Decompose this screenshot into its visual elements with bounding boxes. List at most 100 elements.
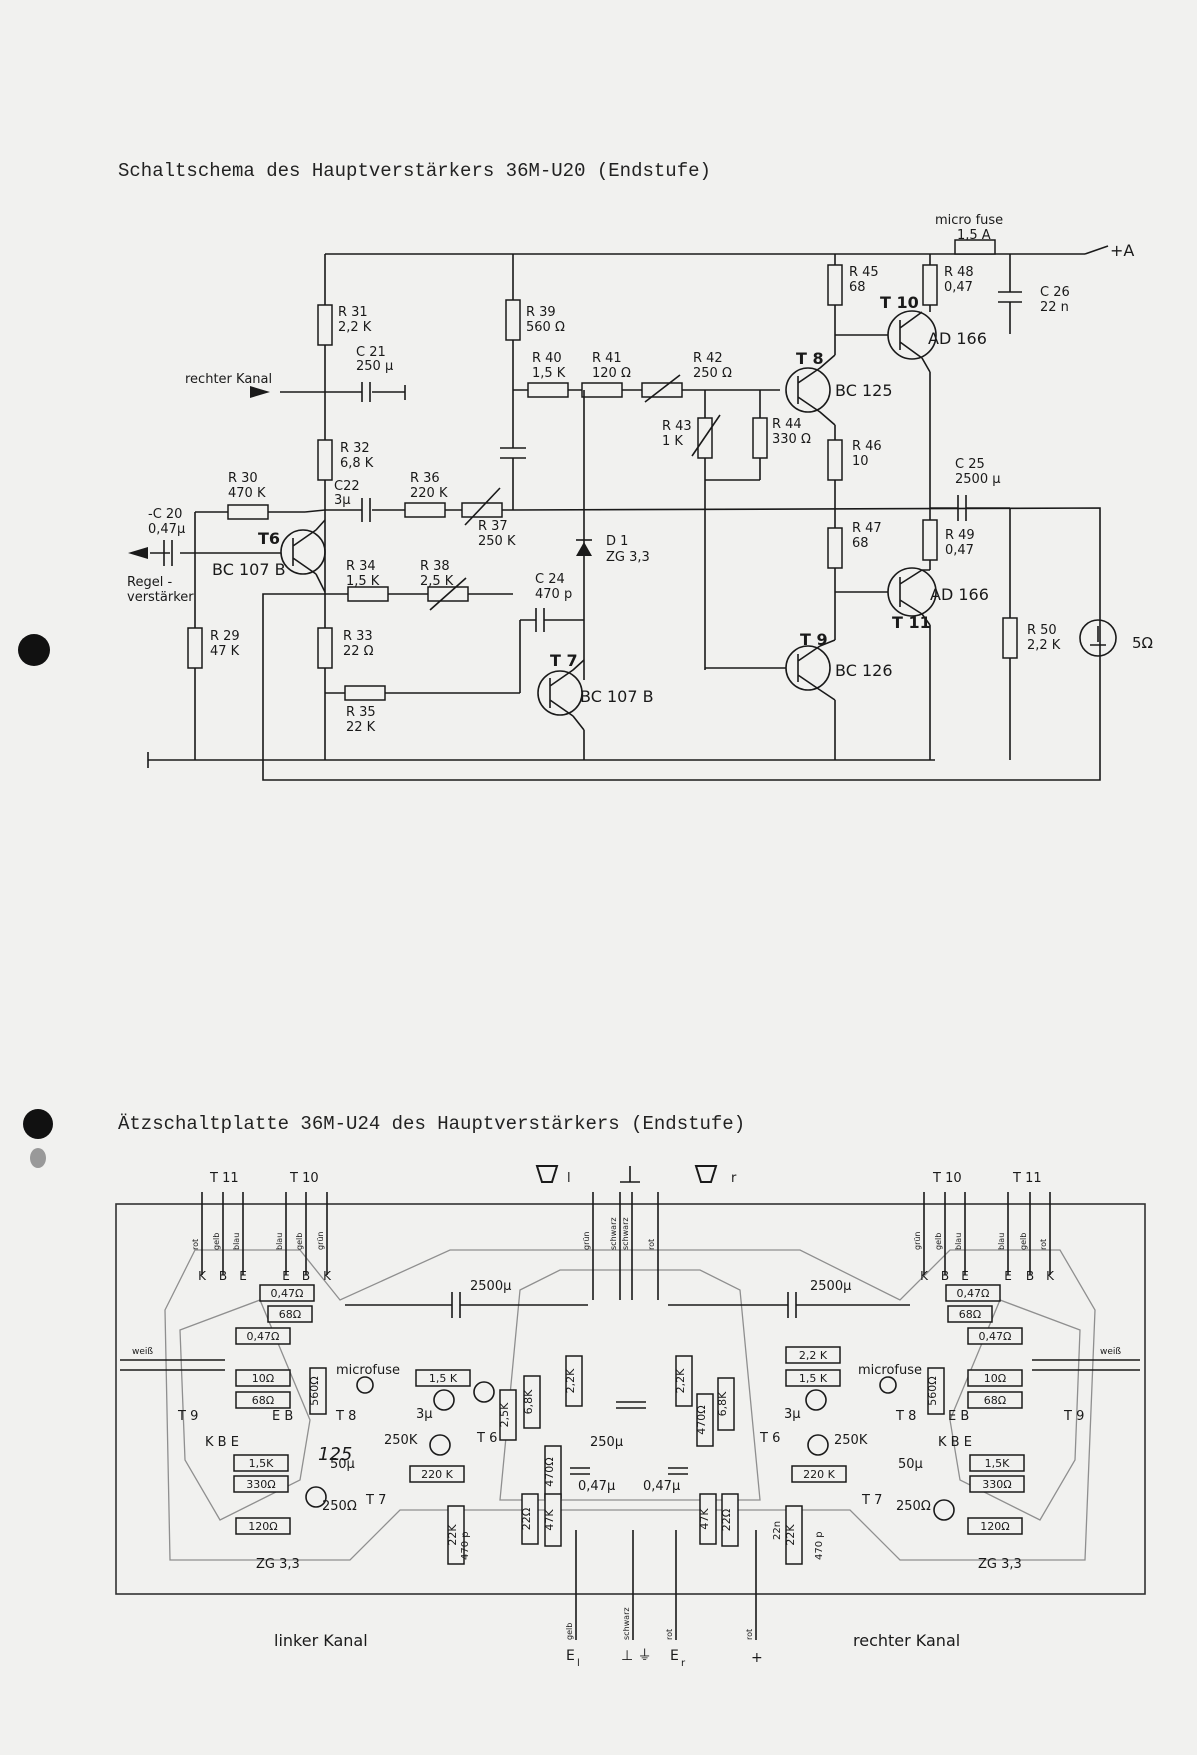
pcb-weiss-right: weiß — [1100, 1347, 1121, 1357]
punch-hole — [23, 1109, 53, 1139]
comp-left-1: 68Ω — [279, 1308, 301, 1321]
wire-color-mid-1: schwarz — [609, 1217, 618, 1250]
pcb-c50-left: 50μ — [330, 1457, 355, 1472]
pcb-microfuse-right: microfuse — [858, 1363, 922, 1378]
pin-right-5: K — [1046, 1269, 1055, 1283]
t10-name: T 10 — [880, 293, 919, 312]
label-supply: +A — [1110, 241, 1134, 260]
comp-left-2: 0,47Ω — [247, 1330, 280, 1343]
pcb-t11-right: T 11 — [1012, 1171, 1042, 1186]
wire-color-right-5: rot — [1039, 1239, 1048, 1250]
pcb-ground: ⊥ ⏚ — [621, 1648, 652, 1664]
pcb-eb-left: E B — [272, 1409, 293, 1424]
pcb-zg-right: ZG 3,3 — [978, 1557, 1022, 1572]
schematic-title: Schaltschema des Hauptverstärkers 36M-U2… — [118, 160, 711, 182]
t11-type: AD 166 — [930, 585, 989, 604]
pcb-handwritten-125: 125 — [318, 1444, 352, 1465]
pcb-c047-right: 0,47μ — [643, 1479, 680, 1494]
pcb-e-left: E — [566, 1648, 575, 1664]
pcb-c50-right: 50μ — [898, 1457, 923, 1472]
comp-right-5: 560Ω — [926, 1376, 939, 1405]
comp-left-13: 2,2K — [564, 1368, 577, 1393]
comp-right-15: 47K — [698, 1508, 711, 1530]
pcb-c2500-right: 2500μ — [810, 1279, 851, 1294]
wire-color-bottom-3: rot — [745, 1629, 754, 1640]
comp-right-1: 68Ω — [959, 1308, 981, 1321]
pcb-t8-right: T 8 — [895, 1409, 916, 1424]
comp-left-5: 560Ω — [308, 1376, 321, 1405]
pcb-weiss-left: weiß — [132, 1347, 153, 1357]
comp-right-16: 22Ω — [720, 1509, 733, 1531]
pcb-title: Ätzschaltplatte 36M-U24 des Hauptverstär… — [118, 1113, 746, 1135]
comp-left-4: 68Ω — [252, 1394, 274, 1407]
pcb-c047-left: 0,47μ — [578, 1479, 615, 1494]
pcb-t10-left: T 10 — [289, 1171, 319, 1186]
t8-type: BC 125 — [835, 381, 893, 400]
pcb-k250-right: 250K — [834, 1433, 868, 1448]
pcb-microfuse-left: microfuse — [336, 1363, 400, 1378]
pin-left-0: K — [198, 1269, 207, 1283]
punch-hole — [18, 634, 50, 666]
wire-color-bottom-1: schwarz — [622, 1607, 631, 1640]
pcb-c3-left: 3μ — [416, 1407, 433, 1422]
comp-right-17: 22K — [784, 1524, 797, 1546]
comp-left-7: 330Ω — [246, 1478, 275, 1491]
pcb-c250-left: 250Ω — [322, 1499, 357, 1514]
t7-name: T 7 — [550, 651, 578, 670]
pin-left-1: B — [219, 1269, 227, 1283]
t9-type: BC 126 — [835, 661, 893, 680]
comp-left-17: 22K — [446, 1524, 459, 1546]
pcb-spk-left: l — [567, 1171, 571, 1186]
comp-left-9: 1,5 K — [429, 1372, 458, 1385]
pcb-e-right: E — [670, 1648, 679, 1664]
label-rechter-kanal: rechter Kanal — [185, 372, 272, 387]
t8-name: T 8 — [796, 349, 824, 368]
t7-type: BC 107 B — [580, 687, 654, 706]
wire-color-left-0: rot — [191, 1239, 200, 1250]
wire-color-left-5: grün — [316, 1231, 325, 1250]
comp-left-14: 470Ω — [543, 1457, 556, 1486]
pcb-kbe-right: K B E — [938, 1435, 972, 1450]
pcb-c250mid: 250μ — [590, 1435, 623, 1450]
pin-left-4: B — [302, 1269, 310, 1283]
pcb-t8-left: T 8 — [335, 1409, 356, 1424]
comp-right-11: 220 K — [803, 1468, 835, 1481]
comp-left-15: 22Ω — [520, 1508, 533, 1530]
pin-left-2: E — [239, 1269, 247, 1283]
comp-left-10: 220 K — [421, 1468, 453, 1481]
pin-right-4: B — [1026, 1269, 1034, 1283]
pcb-rechter-kanal: rechter Kanal — [853, 1631, 960, 1650]
wire-color-bottom-2: rot — [665, 1629, 674, 1640]
pin-right-2: E — [961, 1269, 969, 1283]
wire-color-right-2: blau — [954, 1233, 963, 1250]
pcb-c250-right: 250Ω — [896, 1499, 931, 1514]
t9-name: T 9 — [800, 630, 828, 649]
pcb-e-right-sub: r — [681, 1658, 686, 1669]
comp-right-7: 330Ω — [982, 1478, 1011, 1491]
t11-name: T 11 — [892, 613, 931, 632]
pcb-t9-left: T 9 — [177, 1409, 198, 1424]
wire-color-right-3: blau — [997, 1233, 1006, 1250]
comp-right-13: 470Ω — [695, 1405, 708, 1434]
comp-left-11: 2,5K — [498, 1402, 511, 1427]
comp-right-6: 1,5K — [985, 1457, 1010, 1470]
